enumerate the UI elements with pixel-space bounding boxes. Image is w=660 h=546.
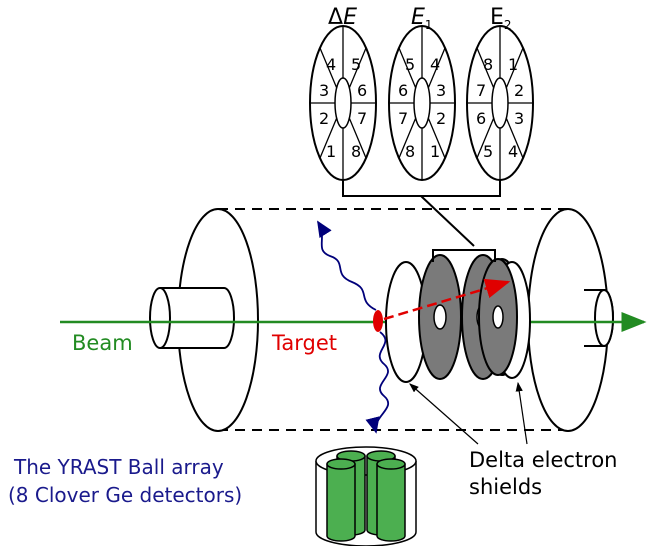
detector-disk-e2: 8 1 7 2 6 3 5 4 — [466, 25, 534, 181]
disk-bracket — [342, 180, 501, 197]
segment-2: 2 — [514, 81, 524, 100]
detector-disk-delta-e: 4 5 3 6 2 7 1 8 — [309, 25, 377, 181]
segment-7: 7 — [476, 81, 486, 100]
shields-label-line2: shields — [469, 475, 542, 499]
gamma-ray-down — [365, 331, 389, 434]
segment-1: 1 — [508, 55, 518, 74]
segment-7: 7 — [357, 109, 367, 128]
ball-array-label-line2: (8 Clover Ge detectors) — [8, 483, 242, 507]
segment-8: 8 — [483, 55, 493, 74]
segment-3: 3 — [319, 81, 329, 100]
beam-label: Beam — [72, 331, 133, 355]
segment-3: 3 — [436, 81, 446, 100]
segment-5: 5 — [405, 55, 415, 74]
segment-6: 6 — [398, 81, 408, 100]
gamma-ray-up — [317, 220, 377, 311]
segment-6: 6 — [357, 81, 367, 100]
segment-5: 5 — [351, 55, 361, 74]
segment-1: 1 — [430, 142, 440, 161]
inner-bracket — [432, 249, 496, 262]
segment-4: 4 — [326, 55, 336, 74]
title-e1: E1 — [411, 5, 433, 32]
title-delta-e: ΔE — [328, 5, 357, 30]
inner-detector-stack — [385, 249, 531, 383]
segment-2: 2 — [319, 109, 329, 128]
target — [373, 310, 383, 332]
reaction-product-track — [383, 278, 511, 321]
segment-7: 7 — [398, 109, 408, 128]
segment-4: 4 — [508, 142, 518, 161]
scattering-chamber — [149, 208, 614, 432]
segment-8: 8 — [351, 142, 361, 161]
shields-label-line1: Delta electron — [469, 448, 618, 472]
title-e2: E2 — [490, 5, 512, 32]
segment-2: 2 — [436, 109, 446, 128]
segment-4: 4 — [430, 55, 440, 74]
target-label: Target — [271, 331, 337, 355]
clover-detector — [315, 446, 417, 546]
segment-3: 3 — [514, 109, 524, 128]
detector-disks: 4 5 3 6 2 7 1 8 5 4 6 3 7 2 8 1 — [309, 5, 534, 247]
segment-6: 6 — [476, 109, 486, 128]
segment-8: 8 — [405, 142, 415, 161]
ball-array-label-line1: The YRAST Ball array — [13, 455, 224, 479]
segment-5: 5 — [483, 142, 493, 161]
detector-disk-e1: 5 4 6 3 7 2 8 1 — [388, 25, 456, 181]
segment-1: 1 — [326, 142, 336, 161]
